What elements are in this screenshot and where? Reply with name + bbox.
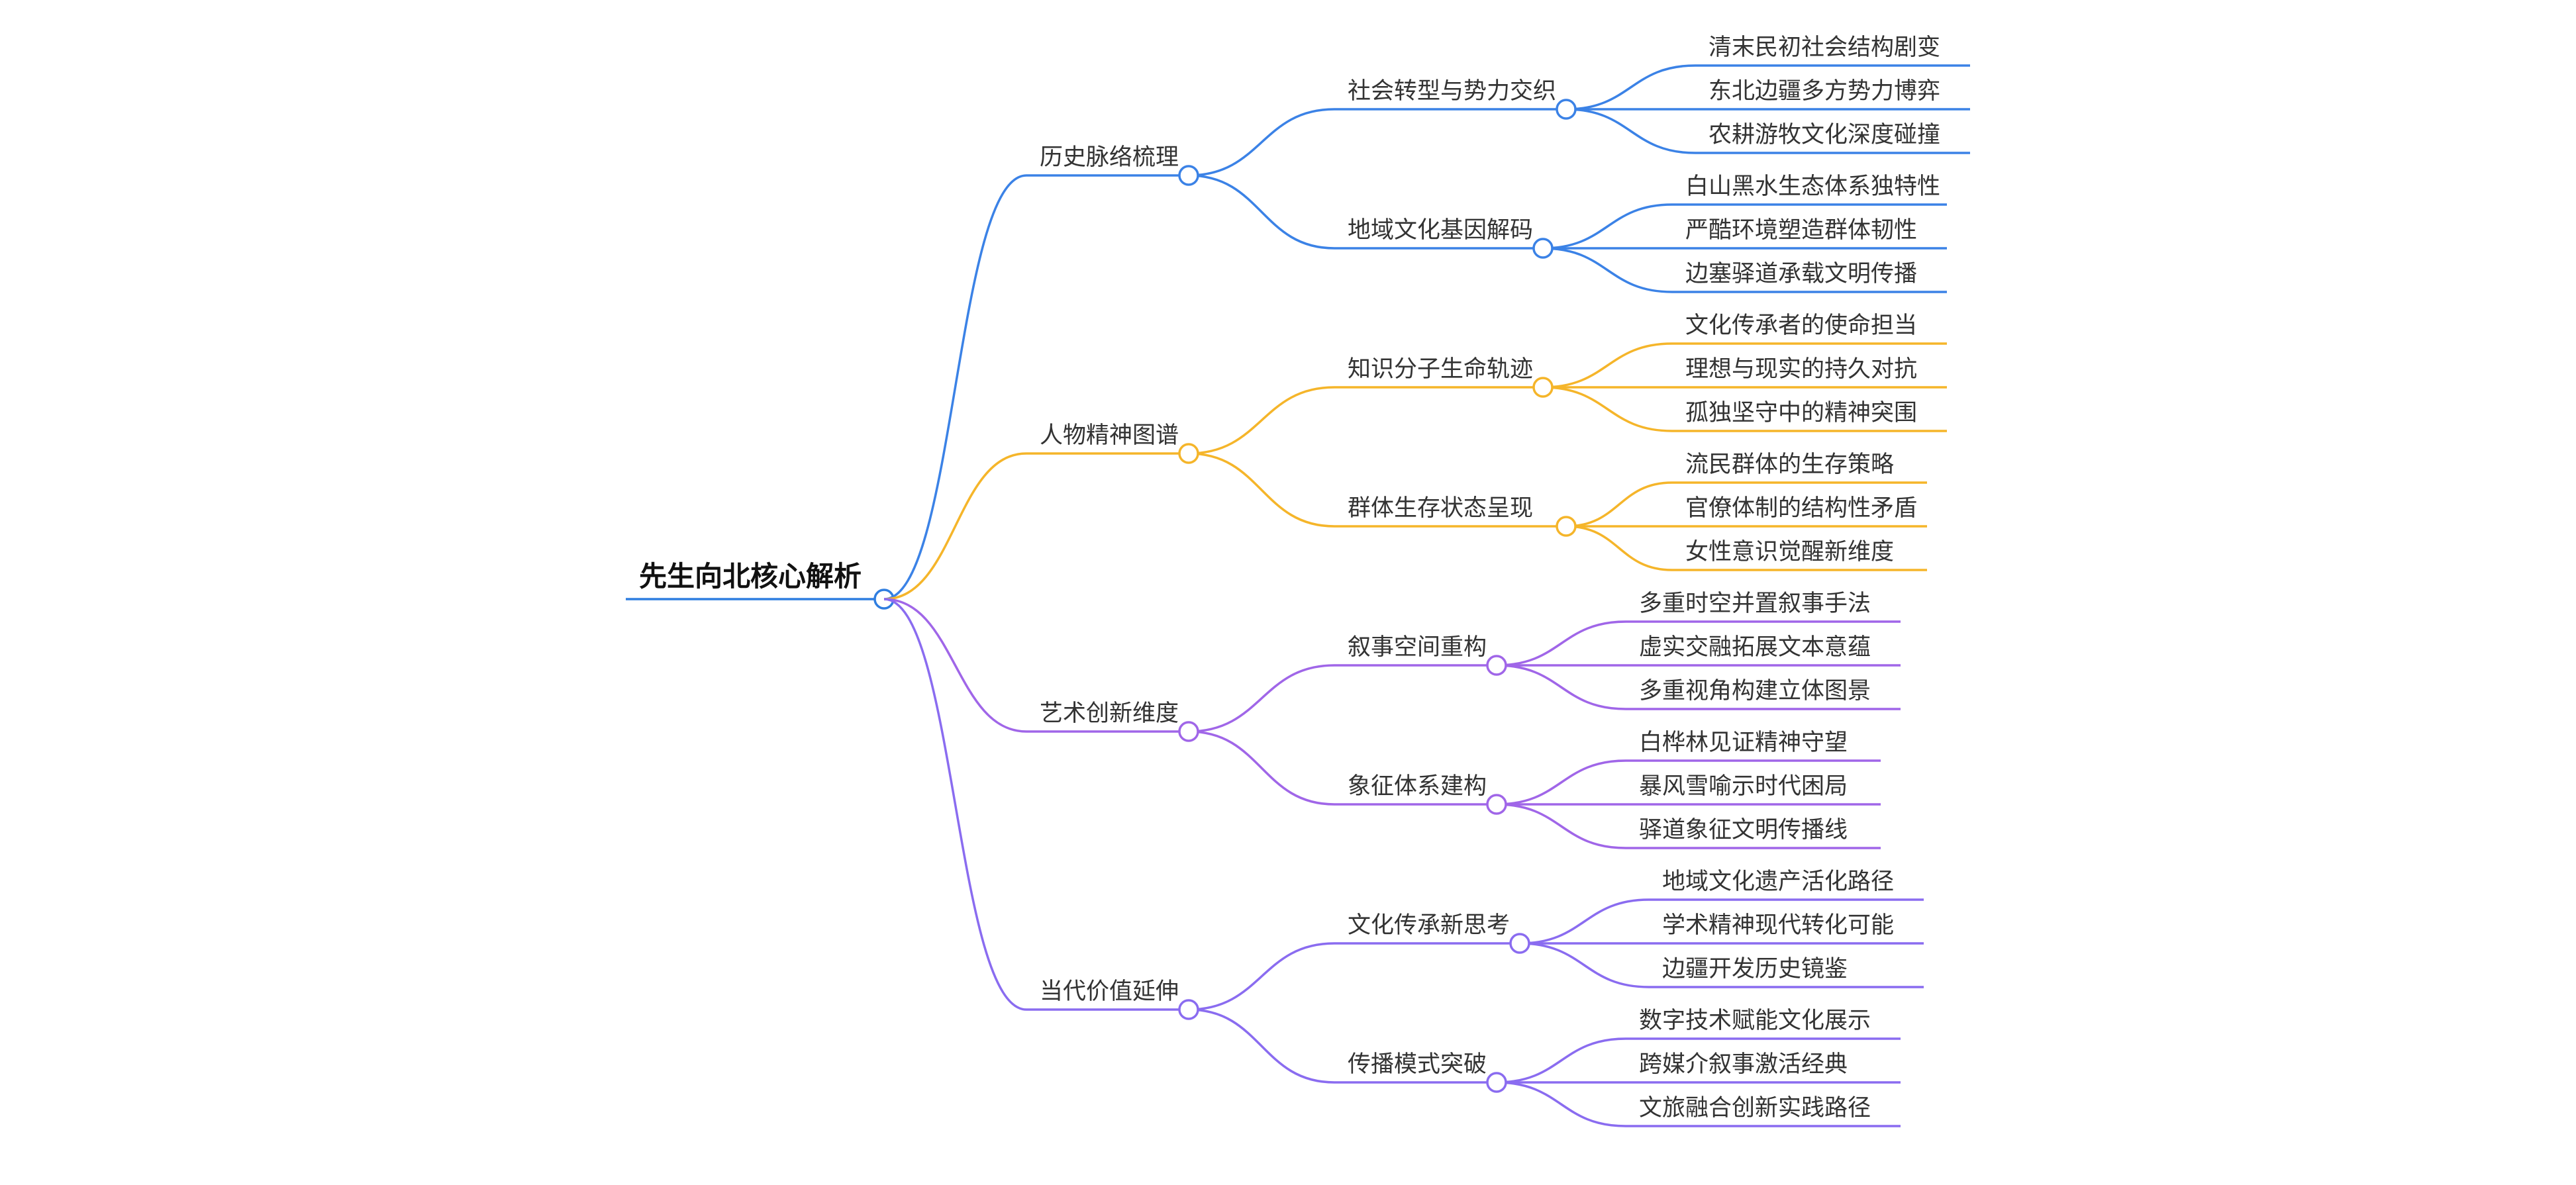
leaf-edge bbox=[1565, 525, 1673, 571]
leaf-edge bbox=[1496, 759, 1626, 806]
sub-topic-toggle[interactable] bbox=[1486, 794, 1507, 815]
leaf-edge bbox=[1496, 664, 1626, 710]
branch-2: 人物精神图谱 知识分子生命轨迹 文化传承者的使命担当理想与现实的持久对抗孤独坚守中的… bbox=[883, 312, 1947, 600]
sub-topic-label: 传播模式突破 bbox=[1348, 1051, 1487, 1078]
leaf-edge bbox=[1519, 942, 1650, 988]
leaf-label: 暴风雪喻示时代困局 bbox=[1639, 773, 1848, 800]
leaf-label: 白山黑水生态体系独特性 bbox=[1685, 173, 1940, 200]
sub-topic-toggle[interactable] bbox=[1486, 655, 1507, 676]
leaf-label: 严酷环境塑造群体韧性 bbox=[1685, 217, 1917, 244]
leaf-label: 白桦林见证精神守望 bbox=[1639, 730, 1848, 756]
sub-topic-label: 叙事空间重构 bbox=[1348, 634, 1487, 661]
sub-edge bbox=[1188, 386, 1335, 455]
leaf-label: 文化传承者的使命担当 bbox=[1685, 312, 1917, 339]
branch-edge bbox=[883, 598, 1027, 1011]
leaf-edge bbox=[1565, 64, 1696, 111]
branch-label: 历史脉络梳理 bbox=[1040, 144, 1179, 171]
sub-topic-toggle[interactable] bbox=[1486, 1072, 1507, 1093]
leaf-label: 跨媒介叙事激活经典 bbox=[1639, 1051, 1848, 1078]
leaf-label: 官僚体制的结构性矛盾 bbox=[1685, 495, 1917, 522]
leaf-label: 虚实交融拓展文本意蕴 bbox=[1639, 634, 1871, 661]
leaf-label: 农耕游牧文化深度碰撞 bbox=[1709, 122, 1940, 148]
branch-label: 当代价值延伸 bbox=[1040, 978, 1179, 1005]
leaf-edge bbox=[1519, 898, 1650, 945]
leaf-label: 学术精神现代转化可能 bbox=[1662, 912, 1894, 939]
branch-toggle[interactable] bbox=[1178, 443, 1199, 464]
branch-label: 艺术创新维度 bbox=[1040, 700, 1179, 727]
branch-label: 人物精神图谱 bbox=[1040, 422, 1179, 449]
root-node[interactable]: 先生向北核心解析 bbox=[626, 560, 895, 610]
leaf-edge bbox=[1565, 481, 1673, 528]
sub-topic-label: 象征体系建构 bbox=[1348, 773, 1487, 800]
leaf-label: 流民群体的生存策略 bbox=[1685, 451, 1894, 478]
sub-topic-toggle[interactable] bbox=[1532, 238, 1554, 259]
sub-topic-toggle[interactable] bbox=[1556, 516, 1577, 537]
sub-edge bbox=[1188, 174, 1335, 250]
leaf-label: 边塞驿道承载文明传播 bbox=[1685, 261, 1917, 287]
sub-edge bbox=[1188, 730, 1335, 806]
leaf-edge bbox=[1542, 203, 1673, 250]
leaf-label: 多重视角构建立体图景 bbox=[1639, 678, 1871, 704]
leaf-edge bbox=[1542, 247, 1673, 293]
sub-topic-label: 知识分子生命轨迹 bbox=[1348, 356, 1533, 383]
leaf-label: 理想与现实的持久对抗 bbox=[1685, 356, 1917, 383]
branch-toggle[interactable] bbox=[1178, 999, 1199, 1020]
branch-4: 当代价值延伸 文化传承新思考 地域文化遗产活化路径学术精神现代转化可能边疆开发历史镜… bbox=[883, 598, 1924, 1127]
leaf-edge bbox=[1496, 1081, 1626, 1127]
root-title: 先生向北核心解析 bbox=[639, 560, 862, 592]
sub-edge bbox=[1188, 452, 1335, 528]
branch-edge bbox=[883, 452, 1027, 600]
leaf-label: 地域文化遗产活化路径 bbox=[1662, 869, 1894, 895]
leaf-label: 清末民初社会结构剧变 bbox=[1709, 34, 1940, 61]
sub-edge bbox=[1188, 1008, 1335, 1084]
sub-topic-toggle[interactable] bbox=[1509, 933, 1530, 954]
leaf-label: 边疆开发历史镜鉴 bbox=[1662, 956, 1848, 982]
branch-toggle[interactable] bbox=[1178, 165, 1199, 186]
leaf-edge bbox=[1542, 342, 1673, 389]
leaf-label: 孤独坚守中的精神突围 bbox=[1685, 400, 1917, 426]
sub-topic-label: 群体生存状态呈现 bbox=[1348, 495, 1533, 522]
branch-3: 艺术创新维度 叙事空间重构 多重时空并置叙事手法虚实交融拓展文本意蕴多重视角构建立体… bbox=[883, 591, 1901, 849]
leaf-label: 多重时空并置叙事手法 bbox=[1639, 591, 1871, 617]
sub-topic-label: 文化传承新思考 bbox=[1348, 912, 1510, 939]
leaf-edge bbox=[1542, 386, 1673, 432]
leaf-label: 东北边疆多方势力博弈 bbox=[1709, 78, 1940, 105]
branch-1: 历史脉络梳理 社会转型与势力交织 清末民初社会结构剧变东北边疆多方势力博弈农耕游牧文… bbox=[883, 34, 1970, 600]
sub-topic-label: 地域文化基因解码 bbox=[1348, 217, 1533, 244]
sub-topic-toggle[interactable] bbox=[1556, 99, 1577, 120]
leaf-label: 数字技术赋能文化展示 bbox=[1639, 1008, 1871, 1034]
sub-edge bbox=[1188, 664, 1335, 733]
leaf-edge bbox=[1565, 108, 1696, 154]
branch-edge bbox=[883, 174, 1027, 600]
leaf-edge bbox=[1496, 1037, 1626, 1084]
branch-toggle[interactable] bbox=[1178, 721, 1199, 742]
sub-edge bbox=[1188, 942, 1335, 1011]
leaf-edge bbox=[1496, 803, 1626, 849]
branch-edge bbox=[883, 598, 1027, 733]
leaf-edge bbox=[1496, 620, 1626, 667]
sub-topic-label: 社会转型与势力交织 bbox=[1348, 78, 1556, 105]
leaf-label: 驿道象征文明传播线 bbox=[1639, 817, 1848, 843]
leaf-label: 女性意识觉醒新维度 bbox=[1685, 539, 1894, 565]
sub-topic-toggle[interactable] bbox=[1532, 377, 1554, 398]
sub-edge bbox=[1188, 108, 1335, 177]
leaf-label: 文旅融合创新实践路径 bbox=[1639, 1095, 1871, 1121]
